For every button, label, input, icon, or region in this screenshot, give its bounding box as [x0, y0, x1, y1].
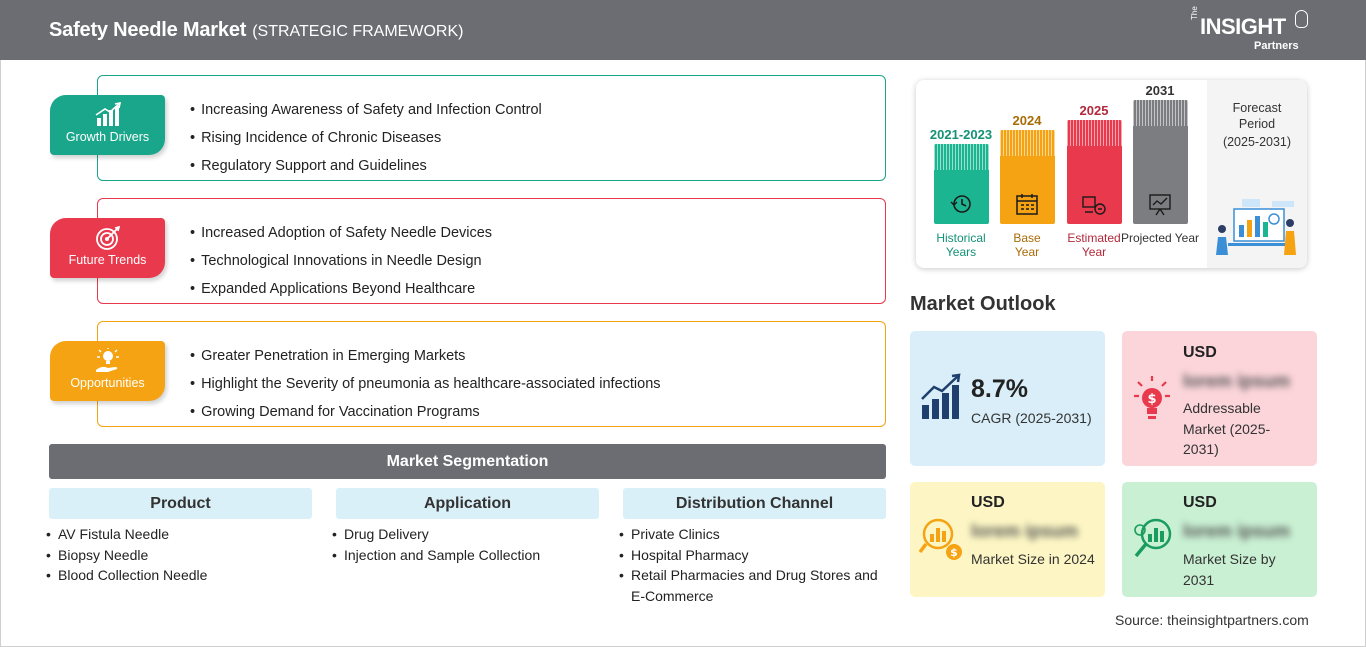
- growth-drivers-badge: Growth Drivers: [50, 95, 165, 155]
- list-item: Highlight the Severity of pneumonia as h…: [190, 370, 660, 398]
- presentation-icon: [1149, 194, 1171, 216]
- bar-growth-icon: [95, 102, 121, 126]
- list-item: Injection and Sample Collection: [332, 545, 597, 566]
- growth-drivers-box: Increasing Awareness of Safety and Infec…: [97, 75, 886, 181]
- market-outlook-title: Market Outlook: [910, 293, 1056, 315]
- list-item: Greater Penetration in Emerging Markets: [190, 342, 661, 370]
- list-item: Retail Pharmacies and Drug Stores and E-…: [619, 565, 887, 606]
- market-segmentation-title: Market Segmentation: [49, 444, 886, 479]
- timeline-panel: 2021-2023 2024 2025 2031 Historical Year…: [916, 80, 1307, 268]
- list-item: Biopsy Needle: [46, 545, 311, 566]
- hand-bulb-icon: [95, 348, 119, 372]
- forecast-period-label: Forecast Period (2025-2031): [1207, 100, 1307, 150]
- svg-text:$: $: [1147, 392, 1156, 407]
- market-size-2031-card: USD lorem ipsum Market Size by 2031: [1122, 482, 1317, 597]
- year-historical: 2021-2023: [929, 127, 993, 142]
- logo-partners: Partners: [1254, 40, 1299, 52]
- badge-label: Growth Drivers: [65, 130, 150, 144]
- insight-partners-logo[interactable]: The INSIGHT Partners: [1190, 6, 1310, 54]
- list-item: Growing Demand for Vaccination Programs: [190, 398, 661, 426]
- future-trends-list: Increased Adoption of Safety Needle Devi…: [190, 219, 492, 303]
- source-note: Source: theinsightpartners.com: [1115, 612, 1309, 628]
- caption-estimated: Estimated Year: [1067, 231, 1121, 259]
- market-size-2024-label: Market Size in 2024: [971, 551, 1095, 567]
- money-magnifier-icon: $: [918, 518, 962, 560]
- segment-list-distribution: Private Clinics Hospital Pharmacy Retail…: [619, 524, 887, 606]
- usd-label: USD: [1183, 344, 1217, 361]
- list-item: Private Clinics: [619, 524, 887, 545]
- cagr-card: 8.7% CAGR (2025-2031): [910, 331, 1105, 466]
- list-item: Increasing Awareness of Safety and Infec…: [190, 96, 542, 124]
- history-icon: [950, 195, 971, 213]
- caption-projected: Projected Year: [1120, 231, 1200, 245]
- list-item: Technological Innovations in Needle Desi…: [190, 247, 492, 275]
- page-title: Safety Needle Market(STRATEGIC FRAMEWORK…: [49, 19, 464, 41]
- forecast-line1: Forecast: [1232, 101, 1282, 115]
- bar-historical: [934, 144, 989, 224]
- list-item: AV Fistula Needle: [46, 524, 311, 545]
- list-item: Blood Collection Needle: [46, 565, 311, 586]
- future-trends-box: Increased Adoption of Safety Needle Devi…: [97, 198, 886, 304]
- bar-estimated: [1067, 120, 1122, 224]
- analytics-illustration-icon: [1216, 199, 1296, 255]
- list-item: Regulatory Support and Guidelines: [190, 152, 542, 180]
- cagr-value: 8.7%: [971, 375, 1028, 403]
- usd-label: USD: [971, 494, 1005, 511]
- year-base: 2024: [1012, 113, 1042, 128]
- bar-base: [1000, 130, 1055, 224]
- year-estimated: 2025: [1079, 103, 1109, 118]
- list-item: Expanded Applications Beyond Healthcare: [190, 275, 492, 303]
- caption-base: Base Year: [1013, 231, 1041, 259]
- market-size-2031-label: Market Size by 2031: [1183, 551, 1276, 588]
- bar-projected: [1133, 100, 1188, 224]
- logo-bulb-icon: [1295, 10, 1308, 28]
- logo-the: The: [1190, 6, 1199, 20]
- logo-brand: INSIGHT: [1200, 14, 1286, 39]
- badge-label: Opportunities: [70, 376, 145, 390]
- list-item: Rising Incidence of Chronic Diseases: [190, 124, 542, 152]
- list-item: Increased Adoption of Safety Needle Devi…: [190, 219, 492, 247]
- calendar-icon: [1016, 194, 1038, 215]
- segment-list-product: AV Fistula Needle Biopsy Needle Blood Co…: [46, 524, 311, 586]
- blurred-value: lorem ipsum: [1183, 521, 1291, 541]
- forecast-line3: (2025-2031): [1222, 135, 1292, 149]
- blurred-value: lorem ipsum: [1183, 371, 1291, 391]
- segment-list-application: Drug Delivery Injection and Sample Colle…: [332, 524, 597, 565]
- growth-chart-icon: [921, 373, 961, 419]
- forecast-line2: Period: [1238, 117, 1276, 131]
- market-size-2024-card: USD lorem ipsum $ Market Size in 2024: [910, 482, 1105, 597]
- blurred-value: lorem ipsum: [971, 521, 1079, 541]
- addressable-market-card: USD lorem ipsum $ Addressable Market (20…: [1122, 331, 1317, 466]
- opportunities-box: Greater Penetration in Emerging Markets …: [97, 321, 886, 427]
- caption-historical: Historical Years: [936, 231, 986, 259]
- list-item: Hospital Pharmacy: [619, 545, 887, 566]
- usd-label: USD: [1183, 494, 1217, 511]
- addressable-market-label: Addressable Market (2025-2031): [1183, 400, 1271, 457]
- segment-head-product: Product: [49, 488, 312, 519]
- cagr-label: CAGR (2025-2031): [971, 410, 1092, 426]
- list-item: Drug Delivery: [332, 524, 597, 545]
- target-icon: [95, 225, 120, 250]
- estimate-icon: [1082, 196, 1106, 215]
- forecast-magnifier-icon: [1134, 518, 1172, 558]
- idea-bulb-dollar-icon: $: [1134, 376, 1170, 419]
- svg-text:$: $: [950, 546, 958, 559]
- growth-drivers-list: Increasing Awareness of Safety and Infec…: [190, 96, 542, 180]
- opportunities-badge: Opportunities: [50, 341, 165, 401]
- page-subtitle: (STRATEGIC FRAMEWORK): [252, 23, 464, 40]
- year-projected: 2031: [1145, 83, 1175, 98]
- badge-label: Future Trends: [68, 253, 147, 267]
- future-trends-badge: Future Trends: [50, 218, 165, 278]
- opportunities-list: Greater Penetration in Emerging Markets …: [190, 342, 661, 426]
- header-bar: Safety Needle Market(STRATEGIC FRAMEWORK…: [0, 0, 1366, 60]
- segment-head-application: Application: [336, 488, 599, 519]
- segment-head-distribution: Distribution Channel: [623, 488, 886, 519]
